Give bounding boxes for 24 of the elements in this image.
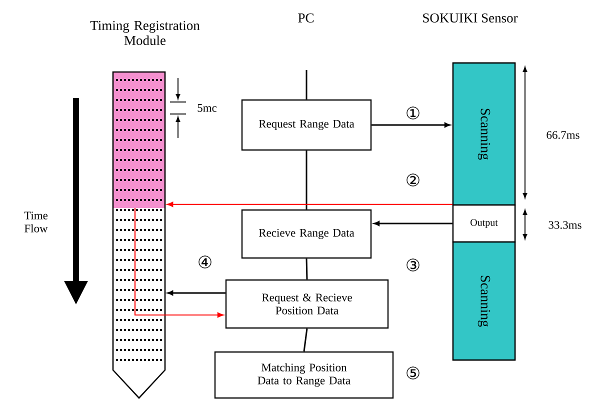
process-box: Matching Position Data to Range Data [214, 351, 394, 399]
dimension-label: 66.7ms [546, 131, 580, 139]
dimension-label: 33.3ms [548, 221, 582, 229]
dimension-label: Time Flow [24, 212, 48, 232]
scanning-band: Scanning [452, 241, 516, 361]
output-band: Output [452, 204, 516, 243]
arrow [374, 221, 452, 226]
step-number: ⑤ [406, 366, 420, 380]
column-heading: PC [298, 13, 314, 23]
arrow [134, 208, 224, 318]
column-heading: SOKUIKI Sensor [423, 13, 518, 23]
process-box: Recieve Range Data [241, 209, 372, 259]
step-number: ③ [406, 258, 420, 272]
process-box: Request Range Data [241, 99, 372, 151]
step-number: ① [406, 106, 420, 120]
arrow [372, 122, 450, 128]
step-number: ④ [198, 256, 212, 268]
scanning-band: Scanning [452, 62, 516, 206]
step-number: ② [406, 174, 420, 186]
dimension-label: 5mc [198, 104, 217, 112]
column-heading: Timing Registration Module [90, 20, 200, 46]
process-box: Request & Recieve Position Data [225, 279, 389, 329]
arrow [166, 202, 452, 207]
arrow [168, 290, 226, 296]
